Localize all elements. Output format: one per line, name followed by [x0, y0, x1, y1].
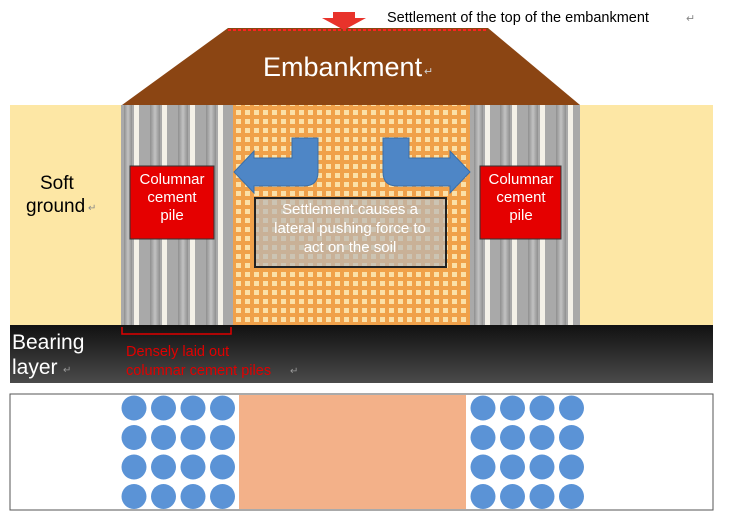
plan-pile-circle: [151, 395, 176, 421]
bearing-layer-label-line2: layer: [12, 356, 58, 379]
settlement-arrow-icon: [322, 12, 366, 30]
plan-left-pile-group: [121, 395, 235, 509]
plan-pile-circle: [470, 484, 496, 509]
plan-pile-circle: [180, 484, 206, 509]
plan-right-pile-group: [470, 395, 584, 509]
plan-pile-circle: [151, 454, 176, 480]
plan-pile-circle: [500, 484, 525, 509]
right-lateral-arrow-icon: [382, 137, 471, 195]
plan-pile-circle: [180, 454, 206, 480]
embankment-shape: [122, 28, 580, 105]
dense-piles-label-line2: columnar cement piles: [126, 363, 271, 379]
soft-ground-label-line1: Soft: [40, 173, 75, 194]
plan-pile-circle: [559, 454, 584, 480]
plan-pile-circle: [121, 425, 147, 450]
bearing-layer: [10, 325, 713, 383]
plan-pile-circle: [121, 395, 147, 421]
dense-piles-return-mark: ↵: [290, 366, 298, 377]
right-pile-label-line1: Columnar: [488, 171, 553, 188]
right-pile-label-box: [479, 165, 562, 240]
center-callout-line2: lateral pushing force to: [274, 220, 426, 237]
plan-pile-circle: [500, 425, 525, 450]
bearing-return-mark: ↵: [63, 365, 71, 376]
bearing-layer-label-line1: Bearing: [12, 331, 84, 354]
center-callout-line3: act on the soil: [304, 239, 397, 256]
plan-pile-circle: [529, 425, 555, 450]
plan-pile-circle: [210, 395, 235, 421]
plan-pile-circle: [500, 395, 525, 421]
plan-pile-circle: [529, 454, 555, 480]
right-pile-label-line3: pile: [509, 207, 532, 224]
plan-pile-circle: [470, 395, 496, 421]
plan-pile-circle: [500, 454, 525, 480]
left-pile-label-line3: pile: [160, 207, 183, 224]
left-pile-label-line1: Columnar: [139, 171, 204, 188]
center-callout-line1: Settlement causes a: [282, 201, 419, 218]
plan-pile-circle: [559, 425, 584, 450]
soft-ground-label-line2: ground: [26, 196, 85, 217]
plan-pile-circle: [470, 454, 496, 480]
dense-piles-bracket: [121, 327, 232, 335]
embankment-label: Embankment: [263, 52, 423, 82]
plan-pile-circle: [470, 425, 496, 450]
plan-pile-circle: [121, 454, 147, 480]
plan-pile-circle: [559, 484, 584, 509]
plan-pile-circle: [210, 454, 235, 480]
plan-pile-circle: [559, 395, 584, 421]
plan-pile-circle: [151, 484, 176, 509]
soft-ground-return-mark: ↵: [88, 203, 96, 214]
center-callout-box: [254, 197, 447, 268]
right-pile-label-line2: cement: [496, 189, 546, 206]
plan-pile-circle: [121, 484, 147, 509]
plan-pile-circle: [529, 395, 555, 421]
embankment-return-mark: ↵: [424, 66, 433, 78]
plan-pile-circle: [180, 395, 206, 421]
left-lateral-arrow-icon: [233, 137, 319, 195]
dense-piles-label-line1: Densely laid out: [126, 344, 229, 360]
plan-pile-circle: [151, 425, 176, 450]
plan-pile-circle: [210, 484, 235, 509]
plan-pile-circle: [529, 484, 555, 509]
plan-pile-circle: [210, 425, 235, 450]
top-settlement-return-mark: ↵: [686, 13, 695, 25]
top-settlement-label: Settlement of the top of the embankment: [387, 10, 649, 26]
left-pile-label-box: [129, 165, 215, 240]
plan-pile-circle: [180, 425, 206, 450]
plan-center-area: [239, 395, 466, 509]
left-pile-label-line2: cement: [147, 189, 197, 206]
